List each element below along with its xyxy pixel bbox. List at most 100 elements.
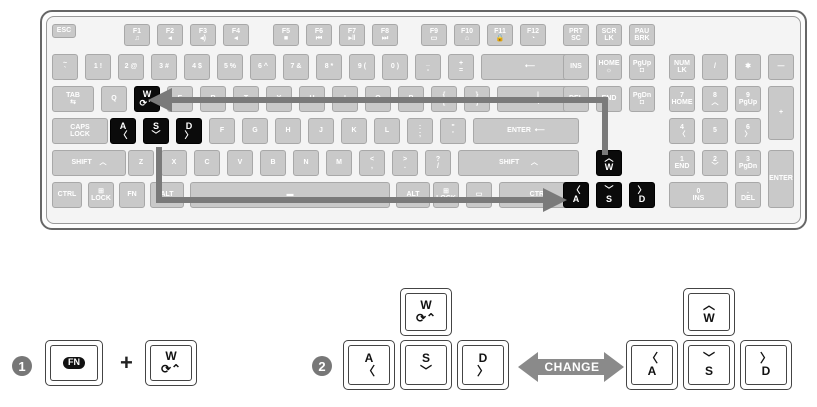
key-n: N <box>293 150 319 176</box>
key-nenter: ENTER <box>768 150 794 208</box>
key-f9: F9 ▭ <box>421 24 447 46</box>
key-n1: 1 END <box>669 150 695 176</box>
key-equal: + = <box>448 54 474 80</box>
key-n5: 5 <box>702 118 728 144</box>
key-v: V <box>227 150 253 176</box>
key-esc: ESC <box>52 24 76 38</box>
key-nadd: + <box>768 86 794 140</box>
step2-d-key: D 〉 <box>457 340 509 390</box>
key-f5: F5 ■ <box>273 24 299 46</box>
key-lwin: ⊞ LOCK <box>88 182 114 208</box>
step1-fn-key: FN <box>45 340 103 386</box>
key-space: ▬ <box>190 182 390 208</box>
key-up: ︿ W <box>596 150 622 176</box>
key-k7: 7 & <box>283 54 309 80</box>
key-k5: 5 % <box>217 54 243 80</box>
key-f10: F10 ⌂ <box>454 24 480 46</box>
key-ins: INS <box>563 54 589 80</box>
key-s: S ﹀ <box>143 118 169 144</box>
key-z: Z <box>128 150 154 176</box>
key-pgup: PgUp ◘ <box>629 54 655 80</box>
step2-right-key: 〉 D <box>740 340 792 390</box>
key-k4: 4 $ <box>184 54 210 80</box>
key-n4: 4 〈 <box>669 118 695 144</box>
change-label: CHANGE <box>544 360 600 374</box>
key-l: L <box>374 118 400 144</box>
key-a: A 〈 <box>110 118 136 144</box>
key-prtsc: PRT SC <box>563 24 589 46</box>
key-k9: 9 ( <box>349 54 375 80</box>
key-f1: F1 ♫ <box>124 24 150 46</box>
key-minus: _ - <box>415 54 441 80</box>
key-down: ﹀ S <box>596 182 622 208</box>
key-b: B <box>260 150 286 176</box>
step2-right-label: 〉 D <box>745 345 787 385</box>
key-ndot: . DEL <box>735 182 761 208</box>
key-f4: F4 ◂ <box>223 24 249 46</box>
key-g: G <box>242 118 268 144</box>
key-back: ⟵ <box>481 54 579 80</box>
key-slash: ? / <box>425 150 451 176</box>
key-n0: 0 INS <box>669 182 728 208</box>
key-n6: 6 〉 <box>735 118 761 144</box>
key-lctrl: CTRL <box>52 182 82 208</box>
step2-down-key: ﹀ S <box>683 340 735 390</box>
step2-s-label: S ﹀ <box>405 345 447 385</box>
key-x: X <box>161 150 187 176</box>
step2-down-label: ﹀ S <box>688 345 730 385</box>
key-period: > . <box>392 150 418 176</box>
key-f11: F11 🔒 <box>487 24 513 46</box>
key-numlk: NUM LK <box>669 54 695 80</box>
step-2-badge: 2 <box>312 356 332 376</box>
key-f3: F3 ◂) <box>190 24 216 46</box>
key-scrlk: SCR LK <box>596 24 622 46</box>
key-n3: 3 PgDn <box>735 150 761 176</box>
key-lalt: ALT <box>150 182 184 208</box>
key-enter: ENTER ⟵ <box>473 118 579 144</box>
key-rshift: SHIFT ︿ <box>458 150 579 176</box>
key-c: C <box>194 150 220 176</box>
key-comma: < , <box>359 150 385 176</box>
key-pause: PAU BRK <box>629 24 655 46</box>
step2-d-label: D 〉 <box>462 345 504 385</box>
key-quote: " ' <box>440 118 466 144</box>
key-h: H <box>275 118 301 144</box>
key-tab: TAB ⇆ <box>52 86 94 112</box>
step2-w-label: W ⟳⌃ <box>405 293 447 331</box>
key-f7: F7 ▸‖ <box>339 24 365 46</box>
step1-w-key: W ⟳⌃ <box>145 340 197 386</box>
step2-a-label: A 〈 <box>348 345 390 385</box>
fn-icon: FN <box>63 357 85 369</box>
key-right: 〉 D <box>629 182 655 208</box>
key-end: END <box>596 86 622 112</box>
key-pgdn: PgDn ◘ <box>629 86 655 112</box>
key-k1: 1 ! <box>85 54 111 80</box>
key-k0: 0 ) <box>382 54 408 80</box>
key-n8: 8 ︿ <box>702 86 728 112</box>
key-q: Q <box>101 86 127 112</box>
key-f8: F8 ⏭ <box>372 24 398 46</box>
key-n7: 7 HOME <box>669 86 695 112</box>
step2-left-label: 〈 A <box>631 345 673 385</box>
step2-up-key: ︿ W <box>683 288 735 336</box>
key-n9: 9 PgUp <box>735 86 761 112</box>
step2-a-key: A 〈 <box>343 340 395 390</box>
key-ralt: ALT <box>396 182 430 208</box>
key-k: K <box>341 118 367 144</box>
key-f12: F12 ◔ <box>520 24 546 46</box>
arrow-asd-to-arrows <box>156 147 567 212</box>
step2-s-key: S ﹀ <box>400 340 452 390</box>
key-j: J <box>308 118 334 144</box>
plus-sign: + <box>120 350 133 375</box>
key-k3: 3 # <box>151 54 177 80</box>
key-k8: 8 * <box>316 54 342 80</box>
step2-w-key: W ⟳⌃ <box>400 288 452 336</box>
step2-left-key: 〈 A <box>626 340 678 390</box>
key-menu: ▭ <box>466 182 492 208</box>
key-fn: FN <box>119 182 145 208</box>
key-nmul: ✱ <box>735 54 761 80</box>
key-semi: : ; <box>407 118 433 144</box>
key-f2: F2 ◂ <box>157 24 183 46</box>
